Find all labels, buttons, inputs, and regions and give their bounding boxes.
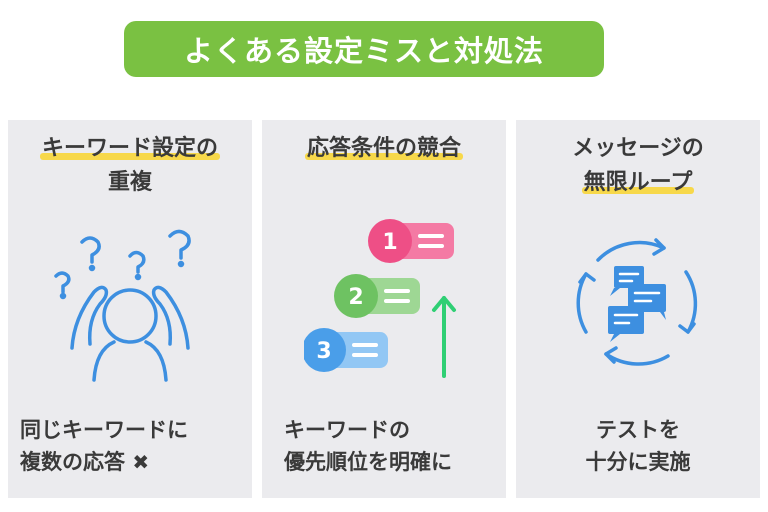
card-heading: キーワード設定の 重複 xyxy=(8,132,252,200)
card-heading-line: 無限ループ xyxy=(583,170,693,195)
card-heading-line: 応答条件の競合 xyxy=(306,136,461,161)
title-banner: よくある設定ミスと対処法 xyxy=(124,21,604,77)
card-body-line: 複数の応答 xyxy=(20,450,125,474)
priority-badge-1: 1 xyxy=(368,219,454,263)
card-body-line: テストを xyxy=(596,418,680,442)
chat-loop-icon xyxy=(576,238,698,366)
highlight-marker xyxy=(304,153,463,160)
priority-badge-number: 2 xyxy=(348,285,363,310)
priority-badge-number: 3 xyxy=(316,339,331,364)
priority-order-icon: 1 2 3 xyxy=(304,219,456,378)
card-body-line: 優先順位を明確に xyxy=(284,450,452,474)
highlight-marker xyxy=(581,187,695,194)
card-condition-conflict: 応答条件の競合 1 2 3 キーワードの 優先 xyxy=(262,120,506,498)
priority-badge-3: 3 xyxy=(304,328,388,372)
card-body-line: 同じキーワードに xyxy=(20,418,188,442)
cross-icon: ✖ xyxy=(132,450,150,474)
card-body: キーワードの 優先順位を明確に xyxy=(284,414,452,478)
card-heading-line: 重複 xyxy=(107,170,152,195)
up-arrow-icon xyxy=(432,296,456,378)
card-heading-line: キーワード設定の xyxy=(41,136,218,161)
priority-badge-2: 2 xyxy=(334,274,420,318)
card-keyword-duplicate: キーワード設定の 重複 同じキーワードに 複数の応答 ✖ xyxy=(8,120,252,498)
card-body-line: 十分に実施 xyxy=(585,450,691,474)
card-heading: メッセージの 無限ループ xyxy=(516,132,760,200)
priority-badge-number: 1 xyxy=(382,230,397,255)
card-body: 同じキーワードに 複数の応答 ✖ xyxy=(20,414,188,478)
card-body-line: キーワードの xyxy=(284,418,410,442)
page-title: よくある設定ミスと対処法 xyxy=(183,34,544,68)
card-infinite-loop: メッセージの 無限ループ テストを 十分に実施 xyxy=(516,120,760,498)
card-heading-line: メッセージの xyxy=(572,136,704,161)
card-heading: 応答条件の競合 xyxy=(262,132,506,166)
confused-person-icon xyxy=(54,229,191,382)
highlight-marker xyxy=(39,153,220,160)
card-body: テストを 十分に実施 xyxy=(516,414,760,478)
